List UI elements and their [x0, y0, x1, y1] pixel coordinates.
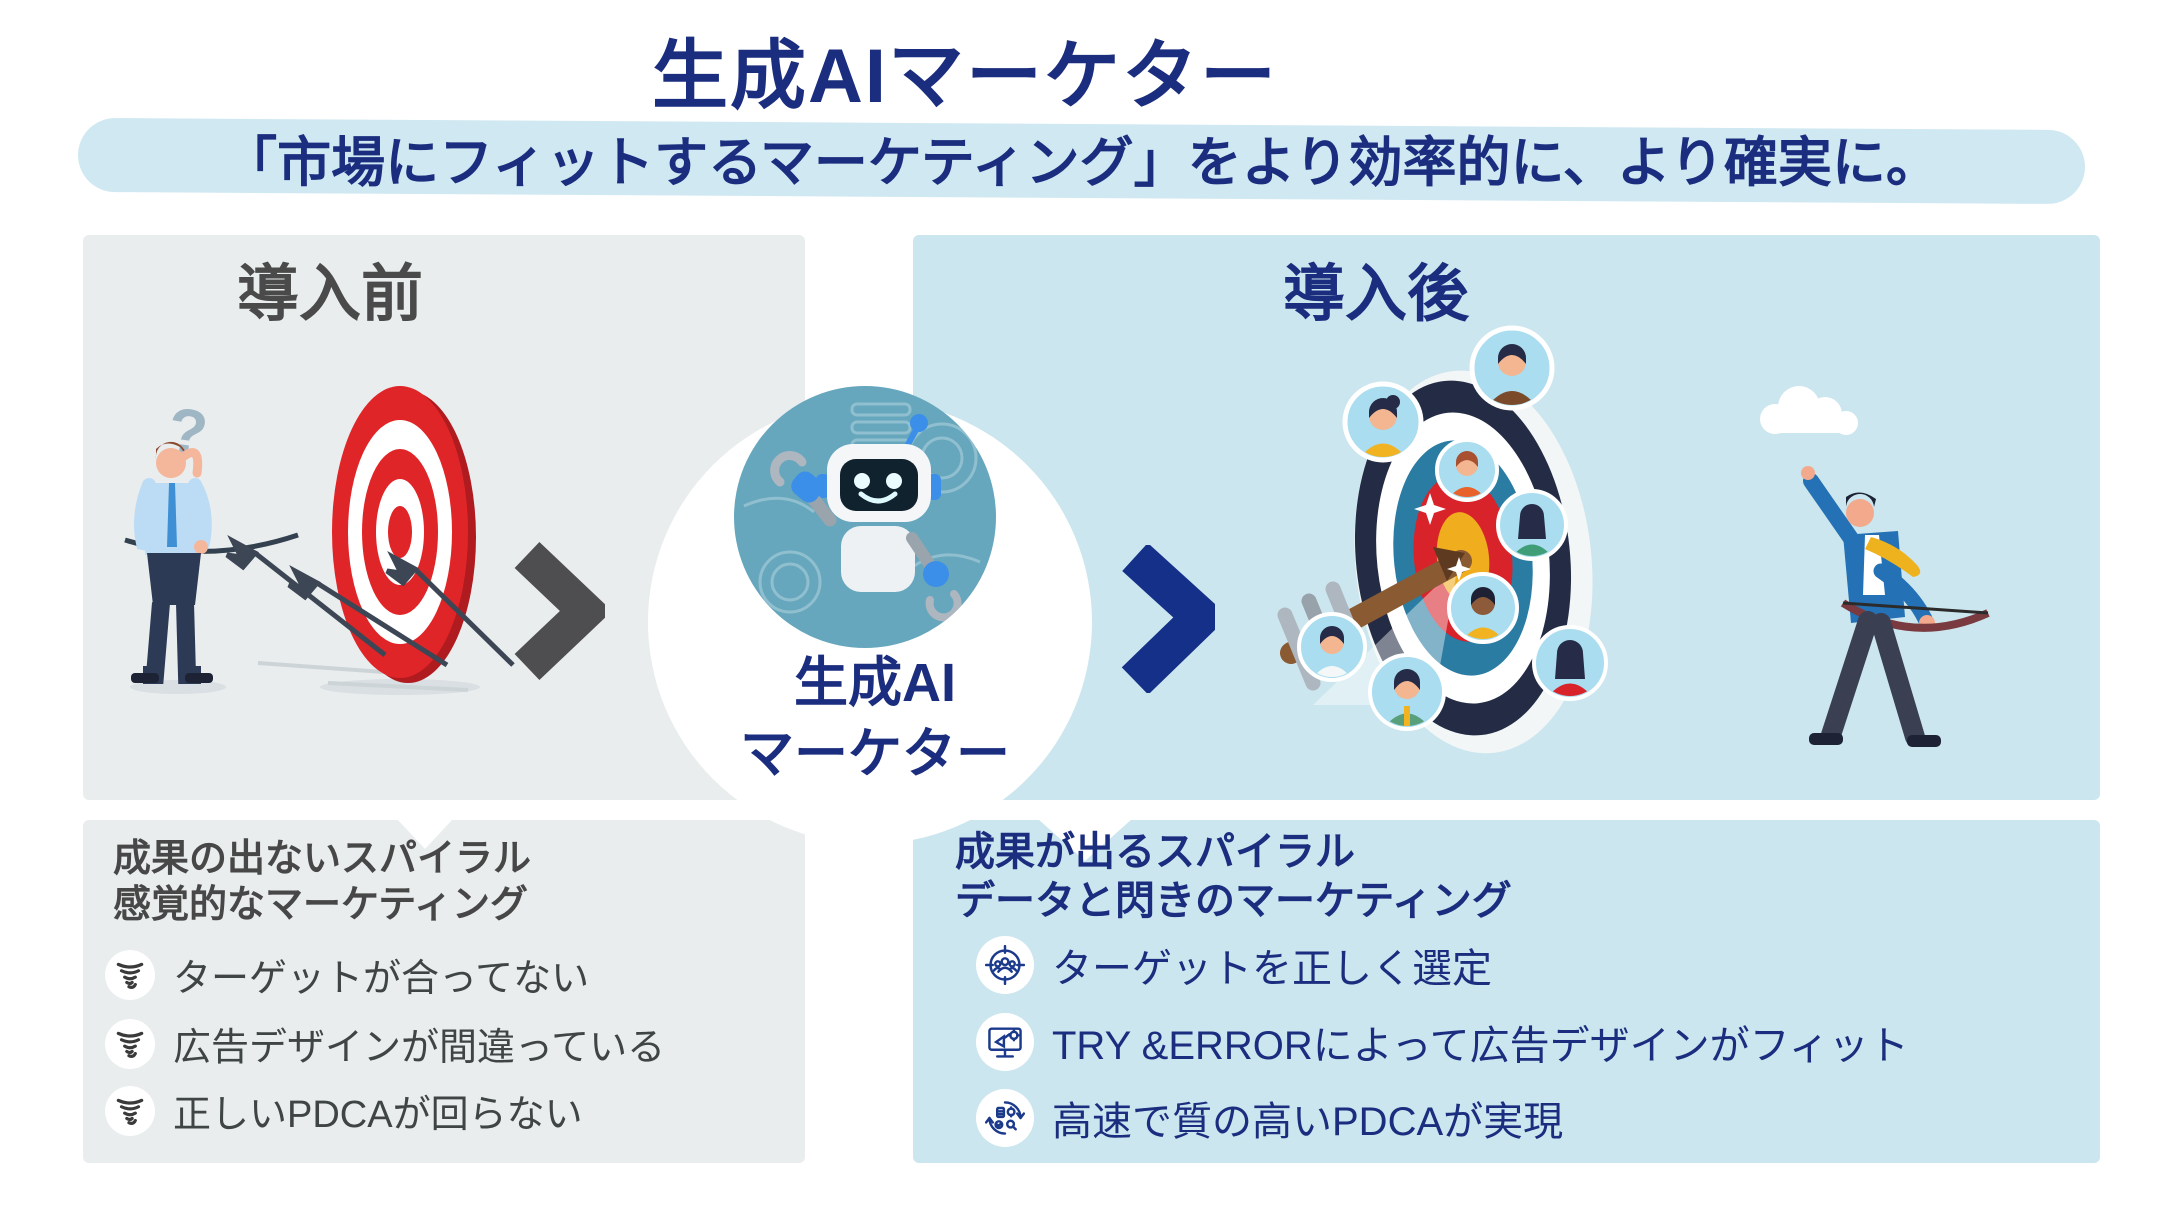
after-point: ターゲットを正しく選定: [976, 936, 1492, 994]
missed-arrows: [225, 534, 515, 668]
customer-avatar: [1342, 381, 1424, 463]
after-summary-panel: [913, 820, 2100, 1163]
chevron-right-icon: [1121, 545, 1215, 693]
before-point-text: 正しいPDCAが回らない: [173, 1094, 583, 1136]
after-point: 高速で質の高いPDCAが実現: [976, 1089, 1563, 1147]
cloud-icon: [1760, 386, 1858, 435]
before-point: ターゲットが合ってない: [105, 947, 589, 1002]
celebrating-archer-figure: [1801, 466, 1990, 747]
after-summary: 成果が出るスパイラル データと閃きのマーケティング: [955, 828, 1512, 926]
after-summary-line2: データと閃きのマーケティング: [955, 878, 1512, 923]
customer-avatar: [1447, 572, 1519, 644]
after-illustration: [1277, 325, 1990, 754]
before-summary-panel: [83, 820, 805, 1163]
page-title: 生成AIマーケター: [652, 34, 1278, 119]
before-summary: 成果の出ないスパイラル 感覚的なマーケティング: [113, 836, 531, 929]
after-point-text: TRY &ERRORによって広告デザインがフィット: [1052, 1024, 1909, 1068]
customer-avatar: [1368, 653, 1446, 731]
pdca-cycle-icon: [976, 1089, 1034, 1147]
tornado-icon: [105, 1085, 155, 1136]
center-label-line1: 生成AI: [794, 653, 956, 713]
chevron-right-icon: [514, 541, 605, 681]
before-point-text: 広告デザインが間違っている: [173, 1027, 666, 1069]
subtitle-text: 「市場にフィットするマーケティング」をより効率的に、より確実に。: [223, 133, 1940, 193]
confused-archer-figure: [124, 441, 299, 684]
center-label-line2: マーケター: [740, 724, 1010, 785]
before-point: 広告デザインが間違っている: [105, 1016, 665, 1071]
before-illustration: ?: [124, 386, 515, 695]
tornado-icon: [105, 1018, 155, 1069]
robot-body: [770, 414, 962, 622]
before-heading: 導入前: [236, 260, 423, 329]
after-point-text: ターゲットを正しく選定: [1052, 947, 1492, 991]
customer-avatar: [1496, 489, 1568, 561]
before-point-text: ターゲットが合ってない: [173, 958, 590, 1000]
ai-robot-avatar: [734, 386, 996, 648]
customer-avatar: [1435, 438, 1499, 502]
sparkle-icon: [1414, 493, 1471, 581]
tornado-icon: [105, 949, 155, 1000]
before-point: 正しいPDCAが回らない: [105, 1083, 583, 1138]
ad-design-icon: [976, 1013, 1034, 1071]
audience-target-icon: [976, 936, 1034, 994]
robot-icon: [734, 386, 996, 648]
after-point: TRY &ERRORによって広告デザインがフィット: [976, 1013, 1909, 1071]
customer-avatar: [1469, 325, 1555, 411]
missed-target: [332, 386, 476, 683]
after-summary-line1: 成果が出るスパイラル: [955, 830, 1355, 874]
center-badge-label: 生成AI マーケター: [695, 648, 1055, 791]
before-panel-pointer: [397, 819, 453, 849]
after-point-text: 高速で質の高いPDCAが実現: [1052, 1100, 1564, 1144]
after-heading: 導入後: [1282, 260, 1469, 329]
before-summary-line2: 感覚的なマーケティング: [113, 884, 528, 927]
customer-avatar: [1532, 625, 1608, 701]
before-summary-line1: 成果の出ないスパイラル: [113, 838, 532, 880]
customer-avatar: [1297, 612, 1367, 682]
after-panel-pointer: [1038, 819, 1132, 861]
